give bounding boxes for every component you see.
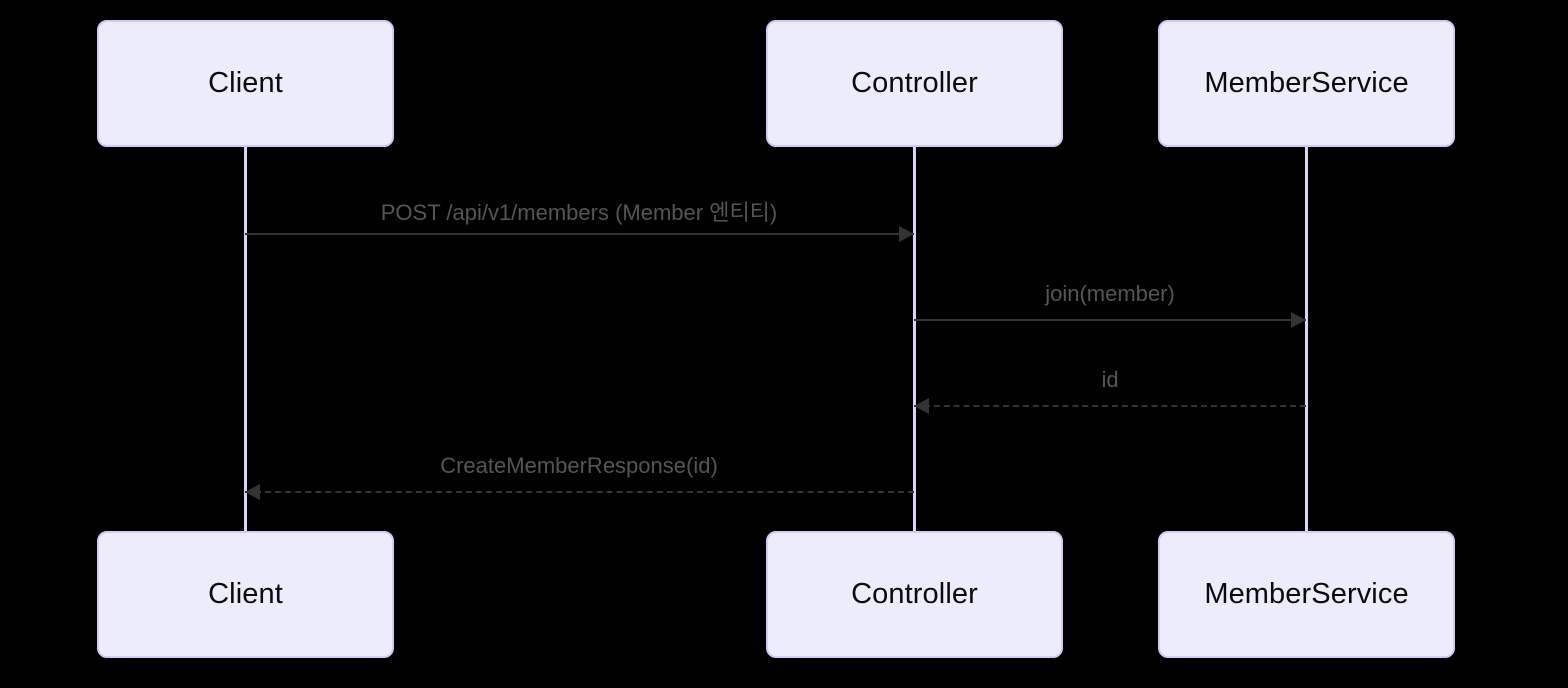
participant-box-client-top[interactable]: Client <box>97 20 394 147</box>
message-label-return-id: id <box>1101 367 1119 392</box>
participant-box-client-bottom[interactable]: Client <box>97 531 394 658</box>
arrowhead-right-post-members <box>899 226 914 242</box>
lifeline-client <box>244 147 247 531</box>
message-label-join-member: join(member) <box>1045 281 1175 306</box>
message-label-post-members: POST /api/v1/members (Member 엔티티) <box>380 200 778 225</box>
message-line-join-member <box>914 319 1306 321</box>
participant-box-controller-bottom[interactable]: Controller <box>766 531 1063 658</box>
participant-label-controller-bottom: Controller <box>851 578 978 610</box>
participant-box-memberservice-bottom[interactable]: MemberService <box>1158 531 1455 658</box>
message-line-post-members <box>245 233 914 235</box>
message-label-return-create-member-response: CreateMemberResponse(id) <box>440 453 718 478</box>
participant-box-controller-top[interactable]: Controller <box>766 20 1063 147</box>
participant-label-client-top: Client <box>208 67 283 99</box>
message-line-return-create-member-response <box>245 491 914 493</box>
participant-label-memberservice-top: MemberService <box>1204 67 1409 99</box>
message-line-return-id <box>914 405 1306 407</box>
arrowhead-right-join-member <box>1291 312 1306 328</box>
participant-label-client-bottom: Client <box>208 578 283 610</box>
participant-label-memberservice-bottom: MemberService <box>1204 578 1409 610</box>
arrowhead-left-return-id <box>914 398 929 414</box>
arrowhead-left-return-create-member-response <box>245 484 260 500</box>
participant-label-controller-top: Controller <box>851 67 978 99</box>
lifeline-memberservice <box>1305 147 1308 531</box>
participant-box-memberservice-top[interactable]: MemberService <box>1158 20 1455 147</box>
lifeline-controller <box>913 147 916 531</box>
